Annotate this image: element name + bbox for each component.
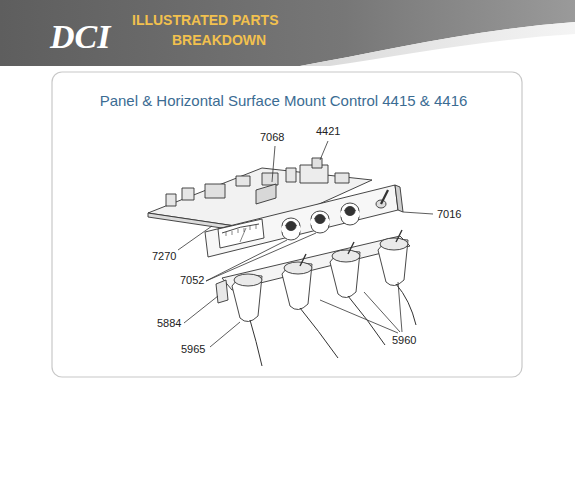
callout-number: 5965 — [181, 343, 205, 355]
callout-number: 7270 — [152, 250, 176, 262]
leader-lines — [178, 141, 433, 347]
header-swoosh — [300, 22, 575, 66]
callout-number: 5884 — [157, 317, 181, 329]
header-band — [0, 0, 575, 66]
control-assembly — [148, 158, 416, 366]
diagram-title: Panel & Horizontal Surface Mount Control… — [0, 93, 571, 110]
callout-number: 7052 — [180, 274, 204, 286]
callout-number: 5960 — [392, 334, 416, 346]
logo-text: DCI — [50, 18, 110, 55]
callout-number: 7068 — [260, 131, 284, 143]
header-text: BREAKDOWN — [172, 33, 266, 48]
header-text: ILLUSTRATED PARTS — [132, 13, 278, 28]
panel-frame — [52, 72, 522, 377]
callout-number: 7016 — [437, 208, 461, 220]
callout-number: 4421 — [316, 125, 340, 137]
